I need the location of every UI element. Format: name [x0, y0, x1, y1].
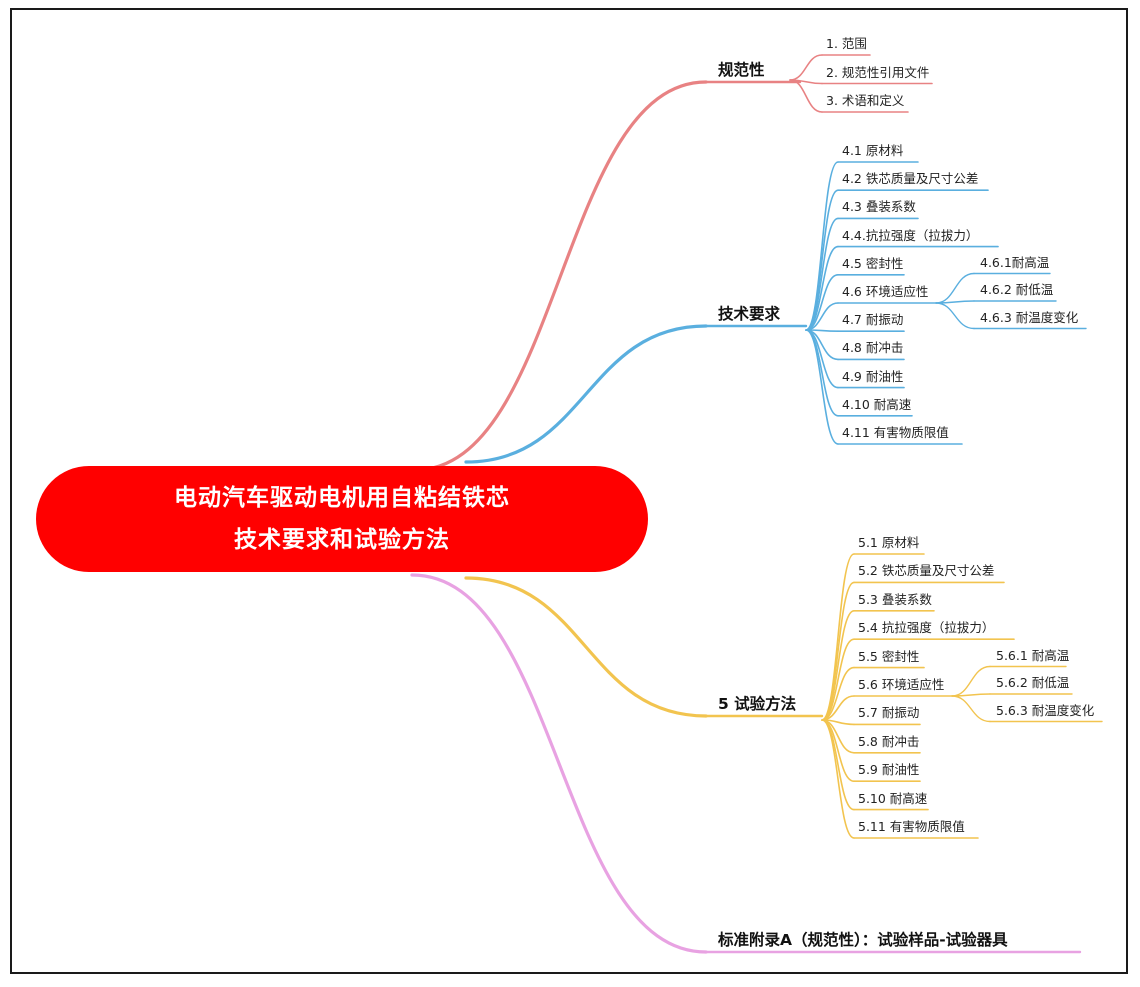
technical-child-link: [935, 272, 975, 304]
test-main-link: [464, 576, 708, 718]
test-item-link: [821, 581, 855, 721]
technical-item: 4.4.抗拉强度（拉拔力）: [842, 227, 979, 243]
normative-main-link: [413, 80, 708, 472]
technical-item-link: [805, 274, 839, 331]
appendix-main-link: [410, 573, 708, 954]
test-item: 5.2 铁芯质量及尺寸公差: [858, 563, 995, 579]
technical-item: 4.1 原材料: [842, 143, 904, 158]
image-frame: [10, 8, 1128, 974]
test-child-item: 5.6.1 耐高温: [996, 647, 1070, 663]
test-item-link: [821, 610, 855, 721]
test-item: 5.9 耐油性: [858, 762, 920, 778]
technical-child-item: 4.6.2 耐低温: [980, 282, 1054, 297]
root-title-line1: 电动汽车驱动电机用自粘结铁芯: [174, 485, 510, 511]
normative-item: 2. 规范性引用文件: [826, 64, 930, 80]
test-item-link: [821, 719, 855, 811]
normative-item-link: [789, 79, 823, 113]
test-item: 5.4 抗拉强度（拉拔力）: [858, 620, 995, 636]
test-item-link: [821, 638, 855, 721]
technical-item-link: [805, 329, 839, 417]
test-item: 5.10 耐高速: [858, 790, 928, 806]
technical-item-link: [805, 329, 839, 445]
test-item: 5.3 叠装系数: [858, 591, 932, 607]
appendix-branch-label: 标准附录A（规范性）：试验样品-试验器具: [718, 931, 1008, 949]
test-item: 5.8 耐冲击: [858, 733, 920, 749]
technical-item: 4.8 耐冲击: [842, 340, 904, 356]
technical-item: 4.11 有害物质限值: [842, 425, 949, 440]
technical-child-link: [935, 302, 975, 330]
test-child-item: 5.6.3 耐温度变化: [996, 702, 1095, 718]
root-node: 电动汽车驱动电机用自粘结铁芯 技术要求和试验方法: [36, 466, 648, 572]
test-item-link: [821, 719, 855, 839]
test-child-link: [951, 695, 991, 723]
normative-branch-label: 规范性: [718, 61, 765, 79]
normative-item-link: [789, 54, 823, 81]
test-item: 5.11 有害物质限值: [858, 819, 965, 834]
technical-item-link: [805, 245, 839, 331]
test-item-link: [821, 719, 855, 782]
technical-item-link: [805, 302, 839, 331]
test-child-item: 5.6.2 耐低温: [996, 675, 1070, 690]
normative-item: 1. 范围: [826, 36, 867, 51]
normative-item: 3. 术语和定义: [826, 93, 905, 108]
technical-main-link: [464, 324, 708, 464]
technical-branch-label: 技术要求: [718, 305, 781, 323]
test-item: 5.5 密封性: [858, 648, 920, 664]
technical-item-link: [805, 217, 839, 331]
technical-item: 4.9 耐油性: [842, 368, 904, 384]
technical-item: 4.3 叠装系数: [842, 199, 916, 215]
technical-item-link: [805, 189, 839, 331]
test-item: 5.1 原材料: [858, 535, 920, 550]
technical-child-item: 4.6.3 耐温度变化: [980, 309, 1079, 325]
test-item: 5.7 耐振动: [858, 705, 920, 721]
test-branch-label: 5 试验方法: [718, 695, 797, 713]
technical-item: 4.10 耐高速: [842, 396, 912, 412]
test-child-link: [951, 665, 991, 697]
technical-child-item: 4.6.1耐高温: [980, 254, 1050, 270]
root-title-line2: 技术要求和试验方法: [234, 527, 450, 553]
technical-item: 4.2 铁芯质量及尺寸公差: [842, 171, 979, 187]
technical-item: 4.7 耐振动: [842, 312, 904, 328]
test-item: 5.6 环境适应性: [858, 677, 945, 692]
technical-item: 4.5 密封性: [842, 255, 904, 271]
technical-item: 4.6 环境适应性: [842, 284, 929, 299]
